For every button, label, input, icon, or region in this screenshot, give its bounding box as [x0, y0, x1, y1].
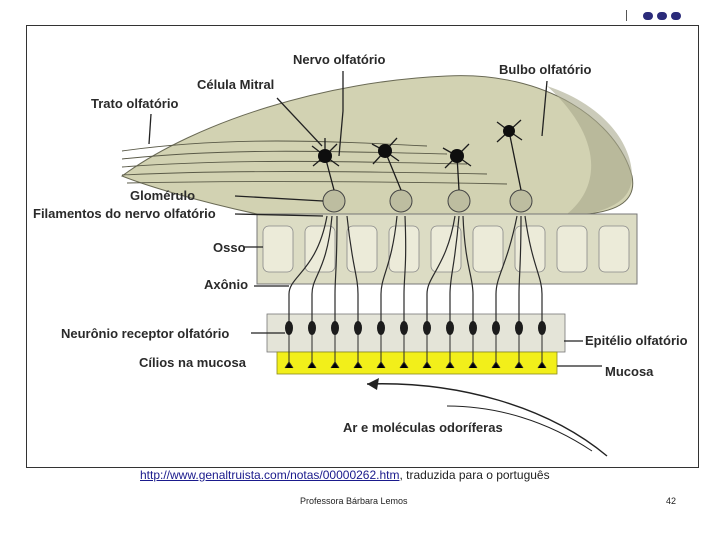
tract-fibers: [121, 140, 508, 185]
diagram-frame: Nervo olfatório Célula Mitral Bulbo olfa…: [26, 25, 699, 468]
air-flow-arrow: [366, 383, 608, 457]
slide-page-number: 42: [666, 496, 677, 506]
credit-suffix: , traduzida para o português: [399, 468, 550, 482]
image-credit: http://www.genaltruista.com/notas/000002…: [140, 468, 550, 482]
olfactory-system-diagram: Nervo olfatório Célula Mitral Bulbo olfa…: [33, 52, 688, 457]
slide-author: Professora Bárbara Lemos: [300, 496, 408, 506]
air-flow-arrow-head: [367, 378, 379, 390]
label-bulbo-olfatorio: Bulbo olfatório: [499, 62, 591, 77]
label-celula-mitral: Célula Mitral: [197, 77, 274, 92]
mitral-cell-bodies: [318, 125, 515, 163]
label-glomerulo: Glomérulo: [130, 188, 195, 203]
label-osso: Osso: [213, 240, 246, 255]
label-cilios: Cílios na mucosa: [139, 355, 247, 370]
label-trato-olfatorio: Trato olfatório: [91, 96, 178, 111]
label-mucosa: Mucosa: [605, 364, 654, 379]
leader-lines: [148, 71, 602, 367]
receptor-cell-bodies: [285, 321, 546, 335]
source-link[interactable]: http://www.genaltruista.com/notas/000002…: [140, 468, 400, 482]
cilia: [284, 335, 547, 369]
glomeruli: [322, 189, 533, 213]
decoration-dot: [643, 12, 653, 20]
air-flow-line: [446, 405, 593, 452]
olfactory-bulb-shape: [120, 75, 634, 215]
epithelium-layer: [266, 313, 566, 353]
mitral-cells: [311, 119, 523, 191]
label-nervo-olfatorio: Nervo olfatório: [293, 52, 386, 67]
decoration-dot: [657, 12, 667, 20]
label-ar: Ar e moléculas odoríferas: [343, 420, 503, 435]
bone-cells: [262, 225, 630, 273]
bulb-shading: [547, 86, 632, 214]
label-neuronio-receptor: Neurônio receptor olfatório: [61, 326, 229, 341]
receptor-neurons: [288, 215, 543, 326]
label-epitelio: Epitélio olfatório: [585, 333, 688, 348]
decoration-dot: [671, 12, 681, 20]
label-filamentos: Filamentos do nervo olfatório: [33, 206, 216, 221]
decoration-tick: [626, 10, 627, 21]
label-axonio: Axônio: [204, 277, 248, 292]
mucosa-layer: [276, 351, 558, 375]
slide-decoration: [626, 8, 686, 24]
